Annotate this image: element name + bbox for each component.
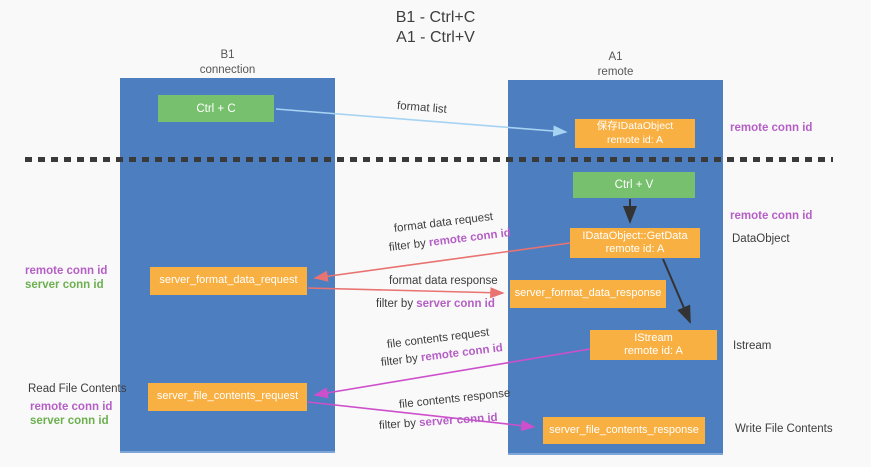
left-bottom-conn-id-group: remote conn id server conn id [30,400,112,428]
left-column-header: B1 connection [120,48,335,78]
filter-by-text: filter by [376,298,417,310]
right-column-header: A1 remote [508,50,723,80]
filter-by-text: filter by [388,237,430,254]
format-list-label: format list [396,100,448,116]
ctrl-c-label: Ctrl + C [196,102,236,115]
remote-conn-id-text: remote conn id [428,227,512,250]
server-format-data-request-box: server_format_data_request [150,267,307,295]
write-file-contents-label: Write File Contents [735,423,833,435]
filter-by-text: filter by [380,352,422,369]
filter-by-text: filter by [378,417,420,432]
format-data-response-label: format data response [389,275,498,287]
istream-side-label: Istream [733,340,772,352]
istream-box: IStream remote id: A [590,330,717,360]
left-bottom-server-conn-id-label: server conn id [30,415,109,427]
save-idataobject-line1: 保存IDataObject [596,120,674,132]
read-file-contents-label: Read File Contents [28,383,127,395]
right-column-name: A1 [608,51,623,63]
diagram-title: B1 - Ctrl+C A1 - Ctrl+V [0,8,871,48]
server-conn-id-text: server conn id [416,298,495,310]
server-conn-id-text: server conn id [418,411,499,430]
ctrl-v-box: Ctrl + V [573,172,695,198]
server-format-data-request-label: server_format_data_request [159,274,298,287]
left-conn-id-group: remote conn id server conn id [25,264,107,292]
server-file-contents-request-box: server_file_contents_request [148,383,307,411]
getdata-line2: remote id: A [605,243,665,255]
file-contents-response-label: file contents response [398,387,511,411]
server-format-data-response-box: server_format_data_response [510,280,666,308]
ctrl-v-label: Ctrl + V [614,179,654,191]
title-line-2: A1 - Ctrl+V [396,29,475,46]
dataobject-label: DataObject [732,233,790,245]
format-data-response-arrow [307,287,505,299]
right-column-subtitle: remote [597,66,634,78]
format-data-response-filter-label: filter by server conn id [376,298,495,310]
ctrl-c-box: Ctrl + C [158,95,274,122]
left-column-subtitle: connection [199,64,256,76]
left-server-conn-id-label: server conn id [25,279,104,291]
title-line-1: B1 - Ctrl+C [395,9,476,26]
remote-conn-id-mid-right-label: remote conn id [730,210,813,222]
file-contents-response-filter-label: filter by server conn id [379,412,498,432]
server-file-contents-request-label: server_file_contents_request [156,390,299,403]
istream-line2: remote id: A [624,345,683,357]
left-bottom-remote-conn-id-label: remote conn id [30,401,113,413]
save-idataobject-box: 保存IDataObject remote id: A [575,119,695,148]
left-remote-conn-id-label: remote conn id [25,265,108,277]
server-file-contents-response-label: server_file_contents_response [549,423,699,436]
server-file-contents-response-box: server_file_contents_response [543,417,705,444]
left-column-name: B1 [220,49,235,61]
istream-line1: IStream [634,331,673,344]
dashed-separator-line [25,157,833,162]
server-format-data-response-label: server_format_data_response [514,287,662,300]
idataobject-getdata-box: IDataObject::GetData remote id: A [570,228,700,258]
getdata-line1: IDataObject::GetData [582,229,688,242]
remote-conn-id-top-right-label: remote conn id [730,122,813,134]
save-idataobject-line2: remote id: A [606,133,664,146]
